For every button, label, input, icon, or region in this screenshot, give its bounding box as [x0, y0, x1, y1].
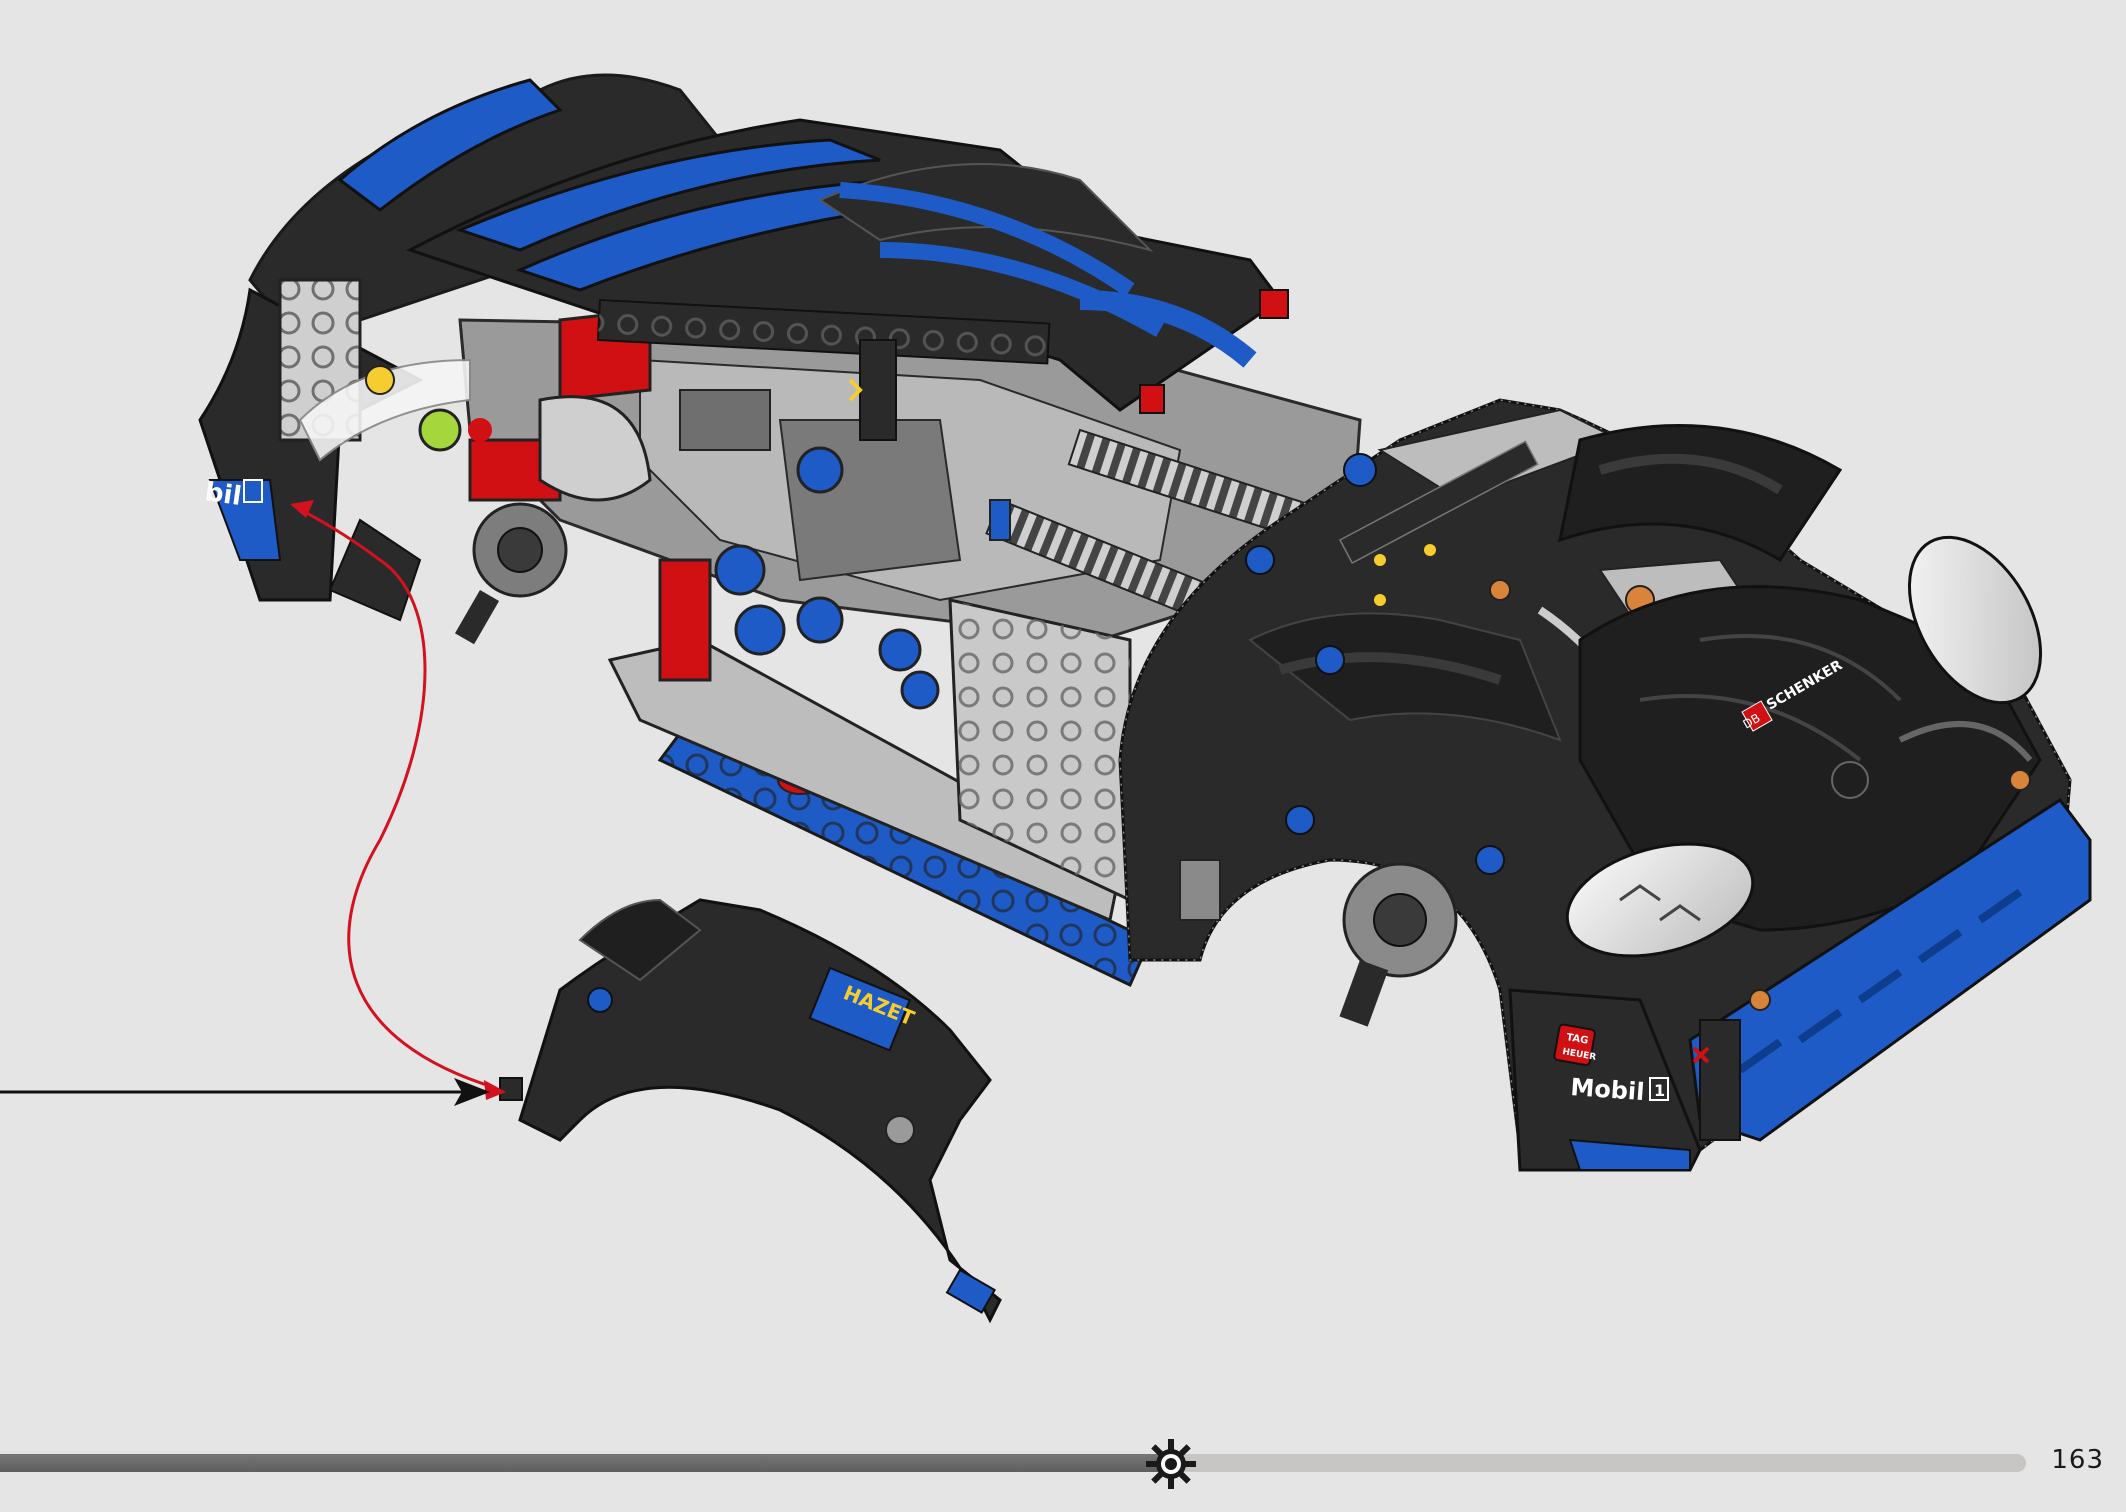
rear-body: bil — [198, 73, 723, 622]
page-number: 163 — [2051, 1445, 2104, 1475]
build-progress-bar — [0, 1454, 2026, 1472]
top-body-panels — [406, 118, 1289, 441]
mobil-number: 1 — [1654, 1081, 1665, 1100]
rear-fender-part: HAZET — [499, 898, 1002, 1324]
hazet-decal-box — [808, 966, 912, 1052]
rear-mobil-decal: bil — [203, 477, 243, 512]
rear-mobil-box — [243, 479, 263, 503]
mobil-decal: Mobil — [1570, 1073, 1646, 1106]
grey-lower-frame — [607, 598, 1132, 923]
mobil-number-box — [1649, 1077, 1669, 1101]
schenker-logo-box — [1741, 700, 1773, 732]
placement-arrow — [290, 500, 506, 1100]
gear-icon — [1146, 1439, 1197, 1489]
front-hub-assembly — [1179, 859, 1458, 1027]
tag-heuer-badge — [1553, 1023, 1596, 1067]
callout-arrow — [0, 1078, 490, 1106]
black-arrow-head-icon — [454, 1078, 490, 1106]
headlights — [1565, 535, 2043, 958]
car-chassis: bil — [198, 73, 2092, 1172]
rear-hub-assembly — [455, 395, 652, 645]
front-fender-left: TAG HEUER Mobil 1 — [1508, 988, 1702, 1172]
build-progress-fill — [0, 1454, 1172, 1472]
tag-heuer-top: TAG — [1565, 1032, 1589, 1047]
front-bumper — [1688, 769, 2092, 1142]
red-arrow-head-icon — [290, 500, 314, 518]
